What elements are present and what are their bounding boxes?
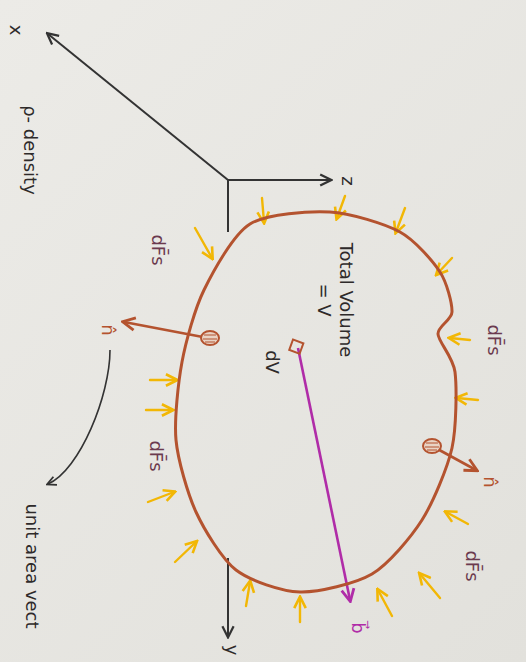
force-arrow bbox=[148, 492, 174, 502]
force-arrow bbox=[420, 574, 440, 598]
axis-label: y bbox=[222, 645, 243, 656]
area-patch bbox=[201, 331, 219, 345]
surface-force-arrows bbox=[146, 196, 478, 622]
volume-label: Total Volume = V bbox=[313, 241, 356, 359]
hook-arrow bbox=[48, 350, 110, 484]
volume-element bbox=[289, 340, 303, 354]
body-force-label: b⃗ bbox=[348, 622, 369, 633]
force-arrow bbox=[396, 208, 405, 232]
note-text: ρ- density bbox=[20, 105, 41, 195]
force-arrow bbox=[446, 512, 468, 524]
blob-outline bbox=[176, 212, 456, 592]
element-label: dV bbox=[262, 350, 283, 374]
force-arrow bbox=[378, 590, 392, 616]
force-arrow bbox=[246, 582, 250, 606]
normal-label: n̂ bbox=[98, 324, 119, 335]
note-text: unit area vect bbox=[22, 503, 43, 628]
force-arrow bbox=[457, 398, 478, 400]
force-arrow bbox=[150, 379, 176, 381]
body-force-arrow bbox=[298, 348, 350, 600]
axis-label: z bbox=[338, 176, 359, 185]
x-axis bbox=[48, 34, 228, 180]
normal-arrow bbox=[124, 322, 208, 338]
area-patch bbox=[423, 439, 441, 453]
force-arrow bbox=[299, 598, 301, 622]
force-arrow bbox=[146, 409, 172, 411]
z-axis bbox=[228, 179, 330, 181]
force-arrow bbox=[175, 542, 196, 562]
normal-label: n̂ bbox=[480, 476, 501, 487]
axis-label: x bbox=[6, 25, 27, 36]
y-axis bbox=[227, 180, 229, 232]
y-axis bbox=[227, 558, 229, 636]
force-label: dF̄s bbox=[148, 234, 169, 265]
force-label: dF̄s bbox=[146, 440, 167, 471]
force-arrow bbox=[450, 338, 470, 340]
force-label: dF̄s bbox=[484, 324, 505, 355]
control-volume: Total Volume = V bbox=[170, 205, 462, 597]
force-arrow bbox=[195, 228, 212, 258]
blob-outline bbox=[170, 205, 462, 597]
force-label: dF̄s bbox=[462, 550, 483, 581]
